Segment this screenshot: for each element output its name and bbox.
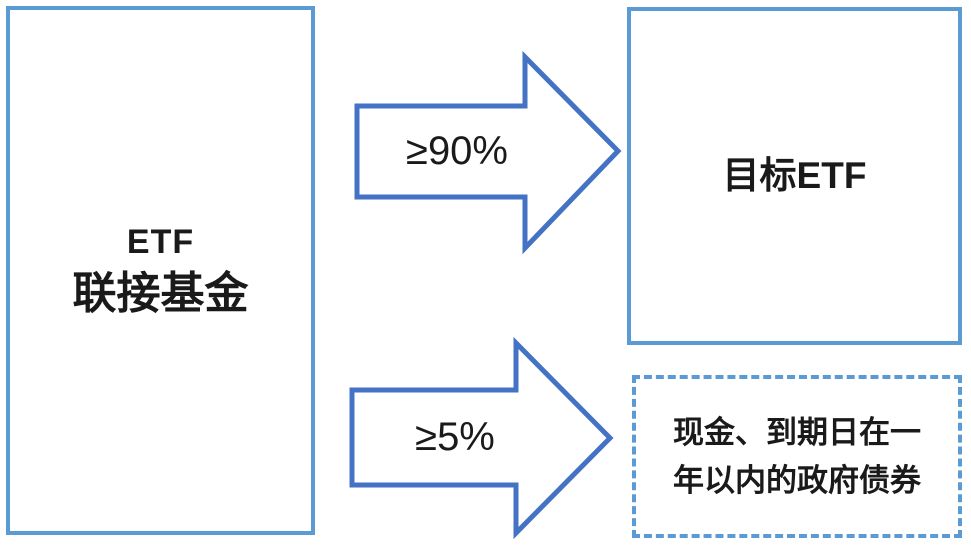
arrow-90-percent-label: ≥90% <box>405 129 508 173</box>
target-etf-label: 目标ETF <box>722 155 867 196</box>
target-etf-box: 目标ETF <box>627 7 962 345</box>
etf-label: ETF <box>126 222 195 261</box>
arrow-90-percent-icon <box>354 50 622 255</box>
arrow-90-percent-shape <box>354 50 622 255</box>
cash-bonds-label-line1: 现金、到期日在一 <box>673 414 921 450</box>
etf-feeder-fund-box: ETF 联接基金 <box>6 6 315 535</box>
arrow-5-percent-label: ≥5% <box>415 415 495 459</box>
arrow-5-percent-icon <box>349 336 614 540</box>
arrow-5-percent-shape <box>349 336 614 540</box>
cash-and-govt-bonds-box: 现金、到期日在一 年以内的政府债券 <box>632 375 962 538</box>
feeder-fund-label: 联接基金 <box>72 268 249 318</box>
cash-bonds-label-line2: 年以内的政府债券 <box>673 462 921 498</box>
